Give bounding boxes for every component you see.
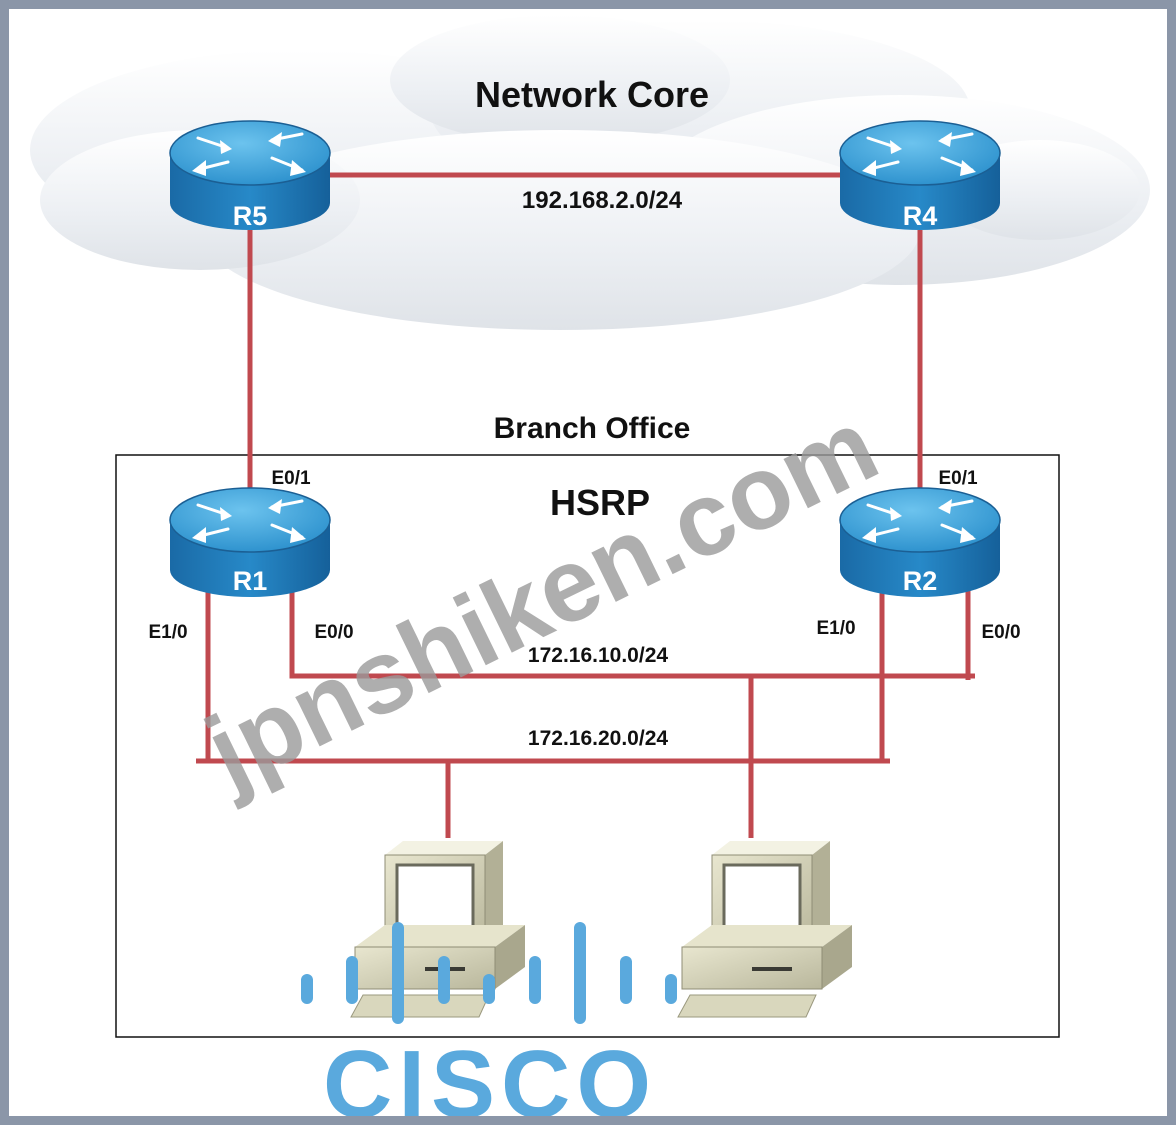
network-core-title: Network Core — [475, 74, 709, 115]
hsrp-label: HSRP — [550, 482, 650, 523]
router-r4-label: R4 — [903, 201, 938, 231]
router-r2-label: R2 — [903, 566, 938, 596]
branch-office-title: Branch Office — [494, 412, 691, 445]
lan-a-subnet-label: 172.16.10.0/24 — [528, 644, 668, 667]
router-r1: R1 — [168, 486, 332, 599]
diagram-canvas: R5 R4 R1 R2 Network Core 192.168.2.0/24 … — [30, 15, 1150, 1116]
pc-right-icon — [676, 839, 854, 1019]
core-subnet-label: 192.168.2.0/24 — [522, 187, 683, 214]
router-r1-label: R1 — [233, 566, 268, 596]
router-r2: R2 — [838, 486, 1002, 599]
r2-e10-interface: E1/0 — [816, 618, 855, 639]
links — [196, 172, 975, 838]
r1-e10-interface: E1/0 — [148, 622, 187, 643]
router-r4: R4 — [838, 119, 1002, 232]
router-r5: R5 — [168, 119, 332, 232]
lan-b-subnet-label: 172.16.20.0/24 — [528, 727, 668, 750]
router-r5-label: R5 — [233, 201, 268, 231]
branch-office-box — [115, 454, 1060, 1038]
r1-uplink-interface: E0/1 — [271, 468, 311, 489]
cisco-logo-bars — [301, 922, 677, 1024]
cisco-logo: CISCO — [301, 922, 677, 1116]
r1-e00-interface: E0/0 — [314, 622, 353, 643]
r2-uplink-interface: E0/1 — [938, 468, 978, 489]
cisco-logo-text: CISCO — [323, 1031, 657, 1116]
link-lan-a — [289, 585, 975, 679]
r2-e00-interface: E0/0 — [981, 622, 1020, 643]
